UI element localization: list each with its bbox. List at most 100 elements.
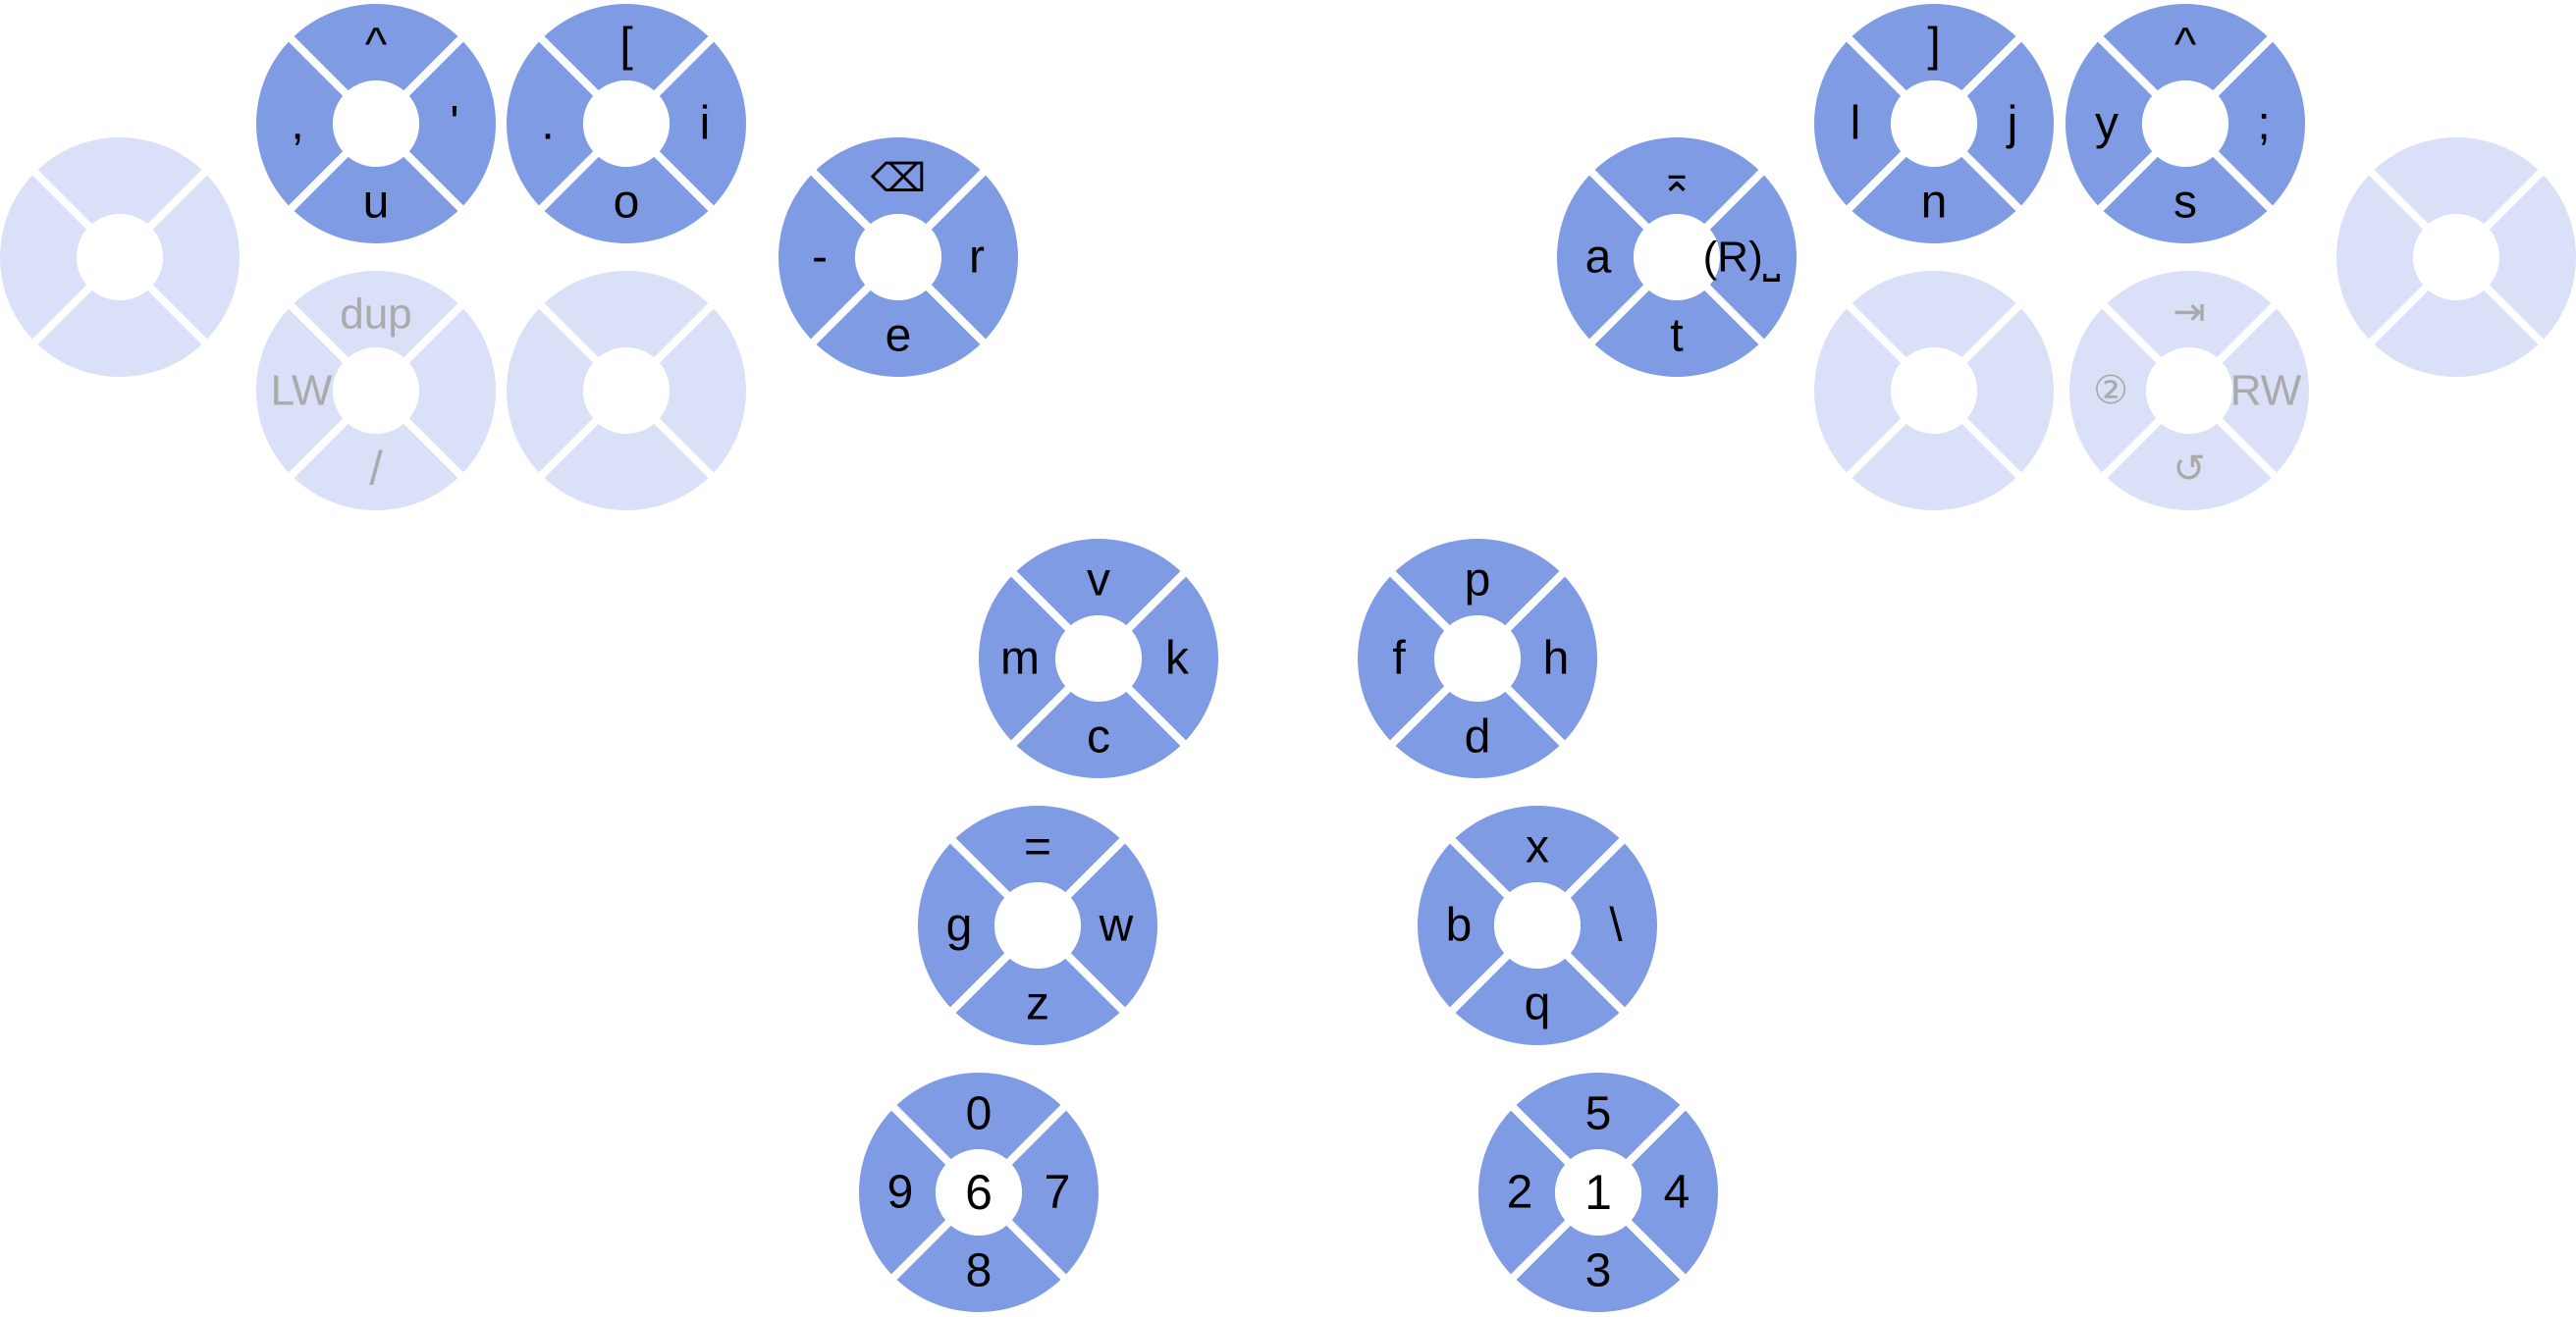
dial-sector-bottom[interactable]	[1013, 689, 1184, 778]
dial-center-hole[interactable]	[2142, 80, 2228, 167]
dial-sector-left[interactable]	[1814, 305, 1904, 476]
dial-sector-left[interactable]	[2335, 172, 2426, 342]
dial-right-empty[interactable]	[1814, 271, 2054, 510]
dial-right-rw[interactable]: ⇥RW↺②	[2069, 271, 2309, 510]
dial-sector-left[interactable]	[858, 1107, 948, 1278]
dial-sector-right[interactable]	[406, 38, 496, 209]
dial-sector-right[interactable]	[2220, 305, 2309, 476]
dial-sector-top[interactable]	[1849, 4, 2019, 93]
dial-mid-g[interactable]: =wzg	[918, 806, 1157, 1045]
dial-sector-bottom[interactable]	[2371, 288, 2542, 378]
dial-sector-right[interactable]	[1964, 38, 2054, 209]
dial-sector-top[interactable]	[1013, 539, 1184, 628]
dial-sector-top[interactable]	[2100, 3, 2271, 93]
dial-sector-left[interactable]	[256, 305, 346, 476]
dial-sector-bottom[interactable]	[1513, 1223, 1684, 1312]
dial-center-hole[interactable]	[583, 80, 670, 167]
dial-sector-bottom[interactable]	[34, 288, 205, 377]
dial-sector-top[interactable]	[1452, 806, 1623, 895]
dial-right-outer-thumb[interactable]	[2335, 136, 2576, 378]
dial-center-hole[interactable]	[1494, 882, 1581, 969]
dial-center-hole[interactable]	[77, 214, 163, 300]
dial-sector-top[interactable]	[1513, 1073, 1684, 1162]
dial-center-hole[interactable]	[583, 347, 670, 434]
dial-sector-left[interactable]	[507, 305, 596, 476]
dial-sector-right[interactable]	[1009, 1107, 1099, 1278]
dial-sector-top[interactable]	[541, 271, 712, 360]
dial-left-lw[interactable]: dup/LW	[256, 271, 496, 510]
dial-sector-left[interactable]	[1357, 573, 1447, 744]
dial-sector-top[interactable]	[34, 137, 205, 227]
dial-sector-bottom[interactable]	[1452, 956, 1623, 1045]
dial-sector-right[interactable]	[150, 172, 240, 342]
dial-sector-bottom[interactable]	[291, 421, 461, 510]
dial-sector-right[interactable]	[929, 172, 1019, 342]
dial-sector-right[interactable]	[2216, 38, 2305, 209]
dial-sector-bottom[interactable]	[1591, 288, 1762, 377]
dial-center-hole[interactable]	[1891, 80, 1977, 167]
dial-sector-right[interactable]	[2487, 172, 2576, 342]
dial-sector-bottom[interactable]	[291, 154, 461, 243]
dial-sector-right[interactable]	[1068, 840, 1157, 1011]
dial-sector-top[interactable]	[541, 4, 712, 93]
dial-center-hole[interactable]	[1434, 615, 1521, 702]
dial-sector-left[interactable]	[2065, 38, 2155, 209]
dial-sector-bottom[interactable]	[1392, 689, 1563, 778]
dial-center-hole[interactable]	[855, 214, 941, 300]
dial-sector-top[interactable]	[291, 271, 461, 360]
dial-center-hole[interactable]	[936, 1149, 1022, 1236]
dial-sector-top[interactable]	[1591, 137, 1762, 227]
dial-sector-top[interactable]	[2104, 271, 2275, 360]
dial-left-outer-thumb[interactable]	[0, 137, 240, 377]
dial-center-hole[interactable]	[2146, 347, 2232, 434]
dial-sector-right[interactable]	[1629, 1107, 1718, 1278]
dial-sector-left[interactable]	[507, 38, 596, 209]
dial-sector-bottom[interactable]	[2100, 154, 2271, 244]
dial-sector-left[interactable]	[1814, 38, 1904, 209]
dial-left-e[interactable]: ⌫re-	[778, 136, 1019, 377]
dial-sector-left[interactable]	[0, 172, 89, 342]
dial-center-hole[interactable]	[333, 80, 419, 167]
dial-sector-left[interactable]	[1418, 840, 1507, 1011]
dial-sector-bottom[interactable]	[813, 288, 984, 377]
dial-right-n[interactable]: ]jnl	[1814, 4, 2054, 243]
dial-sector-right[interactable]	[406, 305, 496, 476]
dial-center-hole[interactable]	[1055, 615, 1142, 702]
dial-sector-top[interactable]	[893, 1073, 1064, 1162]
dial-center-hole[interactable]	[1555, 1149, 1641, 1236]
dial-right-a[interactable]: ⌅(R)⎵ta	[1557, 137, 1797, 377]
dial-sector-top[interactable]	[2371, 136, 2542, 227]
dial-sector-left[interactable]	[1557, 172, 1646, 342]
dial-left-o[interactable]: [io.	[507, 4, 746, 243]
dial-sector-right[interactable]	[1964, 305, 2054, 476]
dial-sector-bottom[interactable]	[541, 421, 712, 510]
dial-sector-left[interactable]	[918, 840, 1007, 1011]
dial-center-hole[interactable]	[333, 347, 419, 434]
dial-sector-right[interactable]	[657, 305, 746, 476]
dial-sector-right[interactable]	[657, 38, 746, 209]
dial-sector-right[interactable]	[1129, 573, 1218, 744]
dial-sector-left[interactable]	[256, 38, 346, 209]
dial-sector-bottom[interactable]	[893, 1223, 1064, 1312]
dial-center-hole[interactable]	[2413, 214, 2499, 300]
dial-sector-left[interactable]	[978, 573, 1068, 744]
dial-sector-bottom[interactable]	[1849, 154, 2019, 243]
dial-sector-right[interactable]	[1707, 172, 1797, 342]
dial-sector-left[interactable]	[2069, 305, 2159, 476]
dial-sector-bottom[interactable]	[952, 956, 1123, 1045]
dial-left-empty[interactable]	[507, 271, 746, 510]
dial-right-s[interactable]: ^;sy	[2065, 3, 2305, 244]
dial-mid-x[interactable]: x\qb	[1418, 806, 1657, 1045]
dial-sector-right[interactable]	[1508, 573, 1597, 744]
dial-sector-top[interactable]	[813, 136, 984, 227]
dial-sector-top[interactable]	[1849, 271, 2019, 360]
dial-center-hole[interactable]	[1891, 347, 1977, 434]
dial-sector-bottom[interactable]	[1849, 421, 2019, 510]
dial-sector-top[interactable]	[1392, 539, 1563, 628]
dial-sector-bottom[interactable]	[541, 154, 712, 243]
dial-center-hole[interactable]	[1634, 214, 1720, 300]
